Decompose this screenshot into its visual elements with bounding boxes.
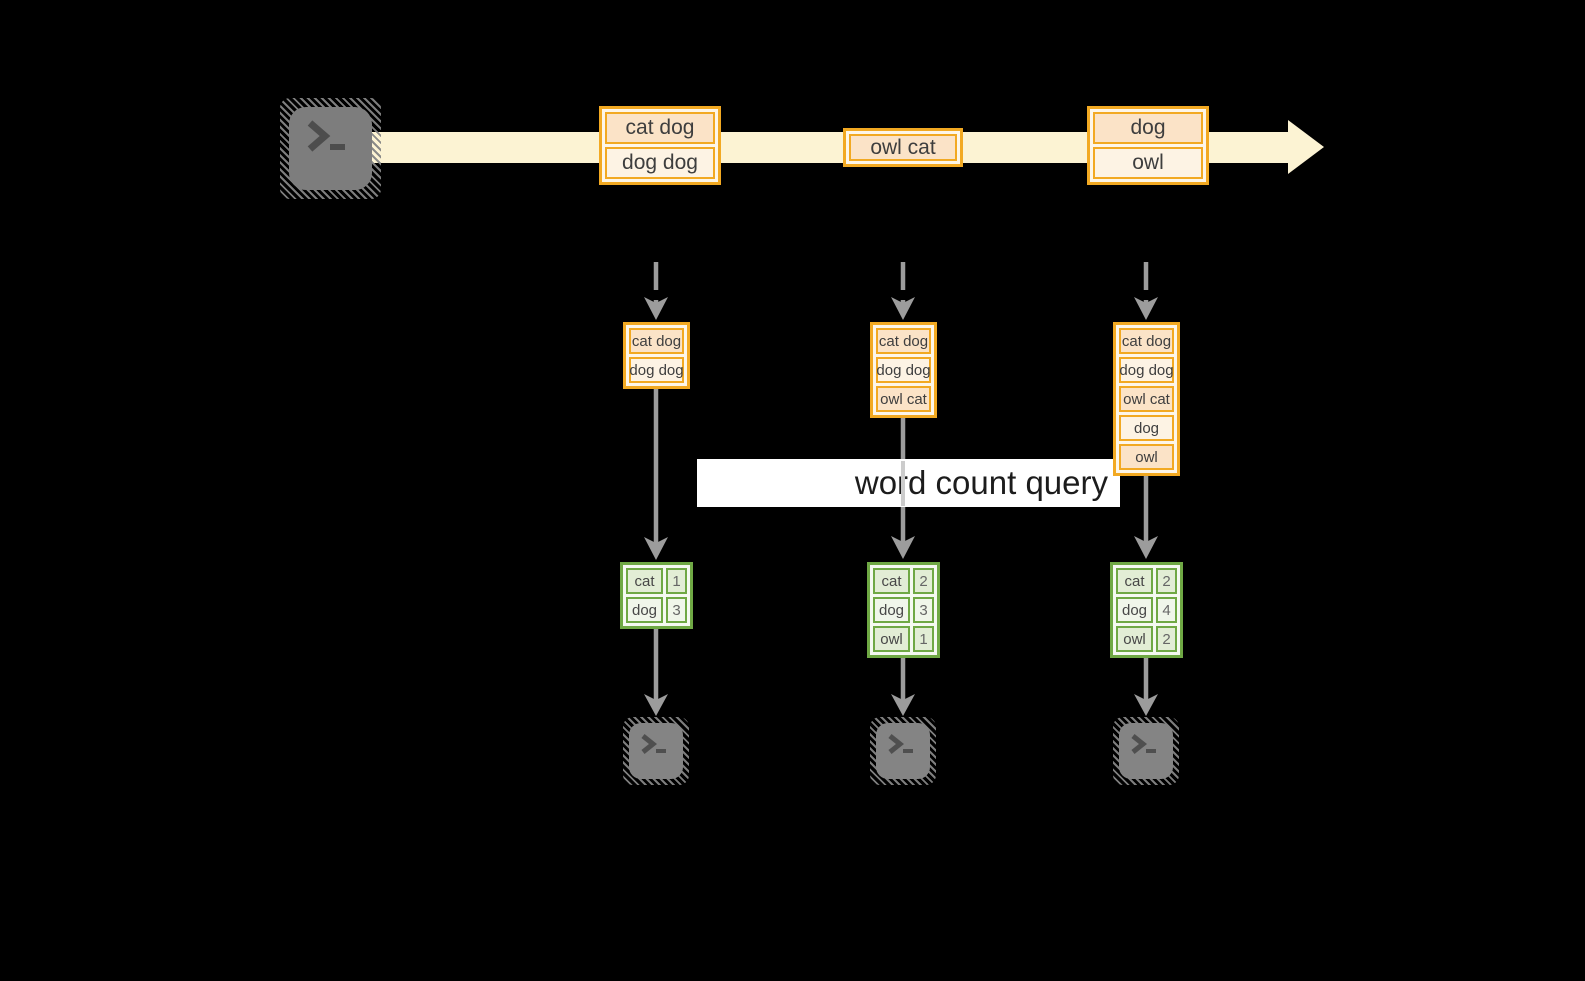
buffer-line: cat dog xyxy=(1119,328,1174,354)
stream-event-line: dog xyxy=(1093,112,1203,144)
word-cell: dog xyxy=(626,597,663,623)
query-label-box: word count query xyxy=(697,459,1120,507)
word-cell: dog xyxy=(873,597,910,623)
terminal-icon-body xyxy=(289,107,372,190)
terminal-prompt-icon xyxy=(307,120,345,152)
count-cell: 2 xyxy=(1156,568,1177,594)
stream-arrow-head xyxy=(1288,120,1324,174)
terminal-prompt-icon xyxy=(641,734,666,754)
buffer-line: owl xyxy=(1119,444,1174,470)
word-cell: cat xyxy=(626,568,663,594)
buffer-line: dog dog xyxy=(1119,357,1174,383)
word-cell: cat xyxy=(873,568,910,594)
query-arrow-head xyxy=(1134,536,1158,559)
count-cell: 3 xyxy=(666,597,687,623)
terminal-icon xyxy=(1113,717,1179,785)
buffer-line: cat dog xyxy=(876,328,931,354)
word-count-table: cat 2 dog 3 owl 1 xyxy=(867,562,940,658)
count-cell: 1 xyxy=(913,626,934,652)
query-arrow-head xyxy=(644,537,668,560)
word-cell: dog xyxy=(1116,597,1153,623)
count-cell: 2 xyxy=(913,568,934,594)
buffer-line: owl cat xyxy=(1119,386,1174,412)
buffer-box: cat dog dog dog owl cat dog owl xyxy=(1113,322,1180,476)
stream-event-box: dog owl xyxy=(1087,106,1209,185)
count-cell: 4 xyxy=(1156,597,1177,623)
terminal-prompt-icon xyxy=(1131,734,1156,754)
terminal-icon-body xyxy=(629,723,683,779)
buffer-line: owl cat xyxy=(876,386,931,412)
terminal-prompt-icon xyxy=(888,734,913,754)
terminal-icon-body xyxy=(1119,723,1173,779)
count-cell: 2 xyxy=(1156,626,1177,652)
word-count-table: cat 2 dog 4 owl 2 xyxy=(1110,562,1183,658)
sink-arrows xyxy=(644,629,1158,716)
terminal-icon-body xyxy=(876,723,930,779)
query-label: word count query xyxy=(854,464,1108,501)
buffer-line: dog dog xyxy=(629,357,684,383)
stream-event-box: cat dog dog dog xyxy=(599,106,721,185)
stream-event-line: owl xyxy=(1093,147,1203,179)
dashed-arrow-head xyxy=(644,297,668,320)
terminal-icon xyxy=(623,717,689,785)
terminal-icon xyxy=(280,98,381,199)
buffer-line: cat dog xyxy=(629,328,684,354)
word-cell: owl xyxy=(873,626,910,652)
sink-arrow-head xyxy=(1134,694,1158,716)
count-cell: 3 xyxy=(913,597,934,623)
stream-event-box: owl cat xyxy=(843,128,963,167)
sink-arrow-head xyxy=(891,694,915,716)
buffer-box: cat dog dog dog owl cat xyxy=(870,322,937,418)
arrow-overlay-segment xyxy=(901,461,905,506)
count-cell: 1 xyxy=(666,568,687,594)
word-cell: owl xyxy=(1116,626,1153,652)
word-cell: cat xyxy=(1116,568,1153,594)
query-arrows xyxy=(644,389,1158,560)
buffer-line: dog dog xyxy=(876,357,931,383)
dashed-arrow-head xyxy=(891,297,915,320)
stream-event-line: dog dog xyxy=(605,147,715,179)
stream-event-line: owl cat xyxy=(849,134,957,161)
buffer-box: cat dog dog dog xyxy=(623,322,690,389)
terminal-icon xyxy=(870,717,936,785)
word-count-table: cat 1 dog 3 xyxy=(620,562,693,629)
query-arrow-head xyxy=(891,536,915,559)
stream-event-line: cat dog xyxy=(605,112,715,144)
buffer-line: dog xyxy=(1119,415,1174,441)
dashed-arrows xyxy=(644,262,1158,320)
dashed-arrow-head xyxy=(1134,297,1158,320)
sink-arrow-head xyxy=(644,694,668,716)
